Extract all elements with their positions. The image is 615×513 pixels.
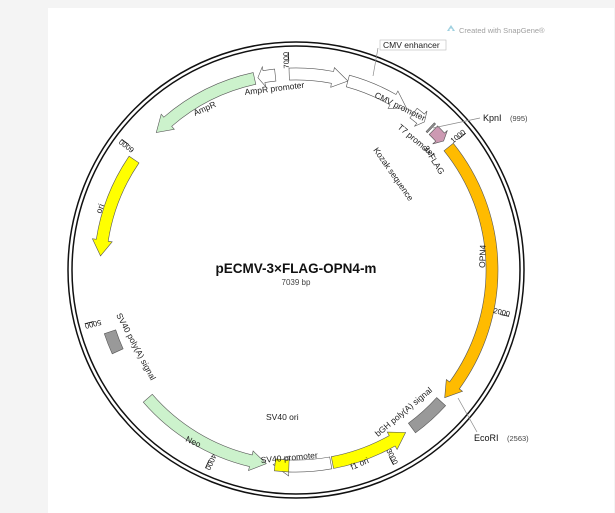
tick-4000 bbox=[204, 459, 210, 469]
tick-1000 bbox=[458, 132, 467, 140]
backbone-inner-ring bbox=[71, 45, 521, 495]
feature-neo[interactable] bbox=[142, 393, 267, 471]
feature-sv40-ori[interactable] bbox=[273, 458, 290, 473]
feature-ampr-promoter[interactable] bbox=[257, 65, 277, 88]
cmv-enhancer-label: CMV enhancer bbox=[383, 40, 440, 50]
feature-cmv-promoter[interactable] bbox=[345, 74, 407, 109]
ori-label: ori bbox=[93, 202, 106, 214]
feature-sv40-polya[interactable] bbox=[103, 329, 124, 355]
tick-5000 bbox=[84, 321, 94, 325]
tick-label-7000: 7000 bbox=[281, 52, 291, 69]
opn4-label: OPN4 bbox=[477, 244, 488, 268]
snapgene-logo-icon bbox=[447, 25, 455, 32]
plasmid-name: pECMV-3×FLAG-OPN4-m bbox=[216, 261, 377, 276]
backbone-outer-ring bbox=[67, 41, 525, 499]
plasmid-size: 7039 bp bbox=[282, 278, 311, 287]
site-ecori-position: (2563) bbox=[507, 434, 529, 443]
site-ecori-name: EcoRI bbox=[474, 433, 499, 443]
created-with-text: Created with SnapGene® bbox=[459, 26, 545, 35]
site-kpni[interactable]: KpnI (995) bbox=[432, 113, 528, 129]
site-kpni-name: KpnI bbox=[483, 113, 502, 123]
feature-flag[interactable] bbox=[428, 125, 448, 145]
tick-6000 bbox=[121, 138, 130, 145]
feature-ampr[interactable] bbox=[155, 72, 257, 133]
feature-ori[interactable] bbox=[91, 155, 140, 257]
label-cmv-enhancer[interactable]: CMV enhancer bbox=[372, 39, 447, 77]
snapgene-credit: Created with SnapGene® bbox=[447, 25, 545, 35]
tick-label-5000: 5000 bbox=[84, 318, 102, 331]
sv40-promoter-label: SV40 promoter bbox=[260, 450, 318, 465]
feature-f1-ori[interactable] bbox=[330, 431, 407, 469]
feature-kozak[interactable] bbox=[425, 122, 437, 134]
sv40-ori-label: SV40 ori bbox=[266, 412, 299, 422]
tick-3000 bbox=[389, 456, 394, 466]
feature-opn4[interactable] bbox=[443, 142, 499, 399]
site-kpni-position: (995) bbox=[510, 114, 528, 123]
feature-bgh[interactable] bbox=[407, 397, 447, 434]
tick-2000 bbox=[500, 314, 510, 317]
feature-cmv-enhancer[interactable] bbox=[288, 66, 349, 88]
site-ecori[interactable]: EcoRI (2563) bbox=[457, 397, 529, 443]
feature-t7-promoter[interactable] bbox=[409, 107, 428, 127]
feature-arcs bbox=[91, 65, 499, 477]
tick-label-2000: 2000 bbox=[493, 306, 511, 318]
